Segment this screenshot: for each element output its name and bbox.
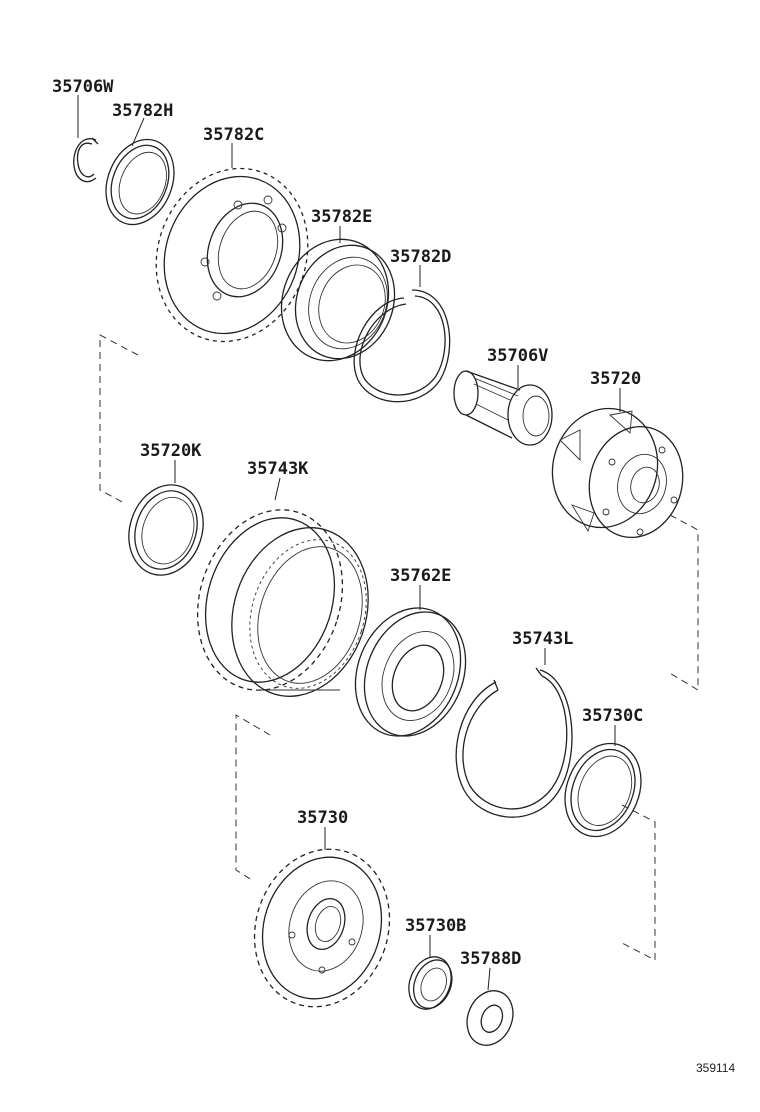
washer-35788d-drawing [466, 990, 514, 1046]
washer-35730c-drawing [564, 742, 642, 838]
gear-35782c-drawing [155, 167, 309, 343]
bearing-35762e-drawing [354, 607, 467, 737]
alignment-lines [99, 334, 699, 961]
part-label-35782h: 35782H [112, 101, 173, 121]
shaft-35706v-drawing [453, 370, 553, 446]
figure-number: 359114 [696, 1061, 735, 1075]
washer-35720k-drawing [128, 484, 204, 576]
race-35782h-drawing [105, 138, 175, 226]
drum-35743k-drawing [196, 509, 369, 697]
part-label-35743k: 35743K [247, 459, 309, 479]
part-label-35782e: 35782E [311, 207, 372, 227]
part-label-35706w: 35706W [52, 77, 114, 97]
carrier-35720-drawing [551, 407, 684, 539]
part-label-35788d: 35788D [460, 949, 521, 969]
snap-ring-35743l-drawing [455, 667, 573, 818]
part-labels: 35706W 35782H 35782C 35782E 35782D 35706… [52, 77, 643, 969]
part-label-35730c: 35730C [582, 706, 643, 726]
part-label-35762e: 35762E [390, 566, 451, 586]
part-label-35730b: 35730B [405, 916, 466, 936]
gear-35730-drawing [253, 848, 391, 1008]
leader-lines [77, 95, 621, 991]
part-label-35743l: 35743L [512, 629, 573, 649]
part-label-35720: 35720 [590, 369, 641, 389]
part-label-35706v: 35706V [487, 346, 548, 366]
part-label-35720k: 35720K [140, 441, 202, 461]
bearing-35730b-drawing [408, 956, 453, 1010]
part-label-35782c: 35782C [203, 125, 264, 145]
part-label-35730: 35730 [297, 808, 348, 828]
part-label-35782d: 35782D [390, 247, 451, 267]
snap-ring-35782d-drawing [353, 289, 451, 403]
snap-ring-35706w-drawing [73, 137, 99, 183]
